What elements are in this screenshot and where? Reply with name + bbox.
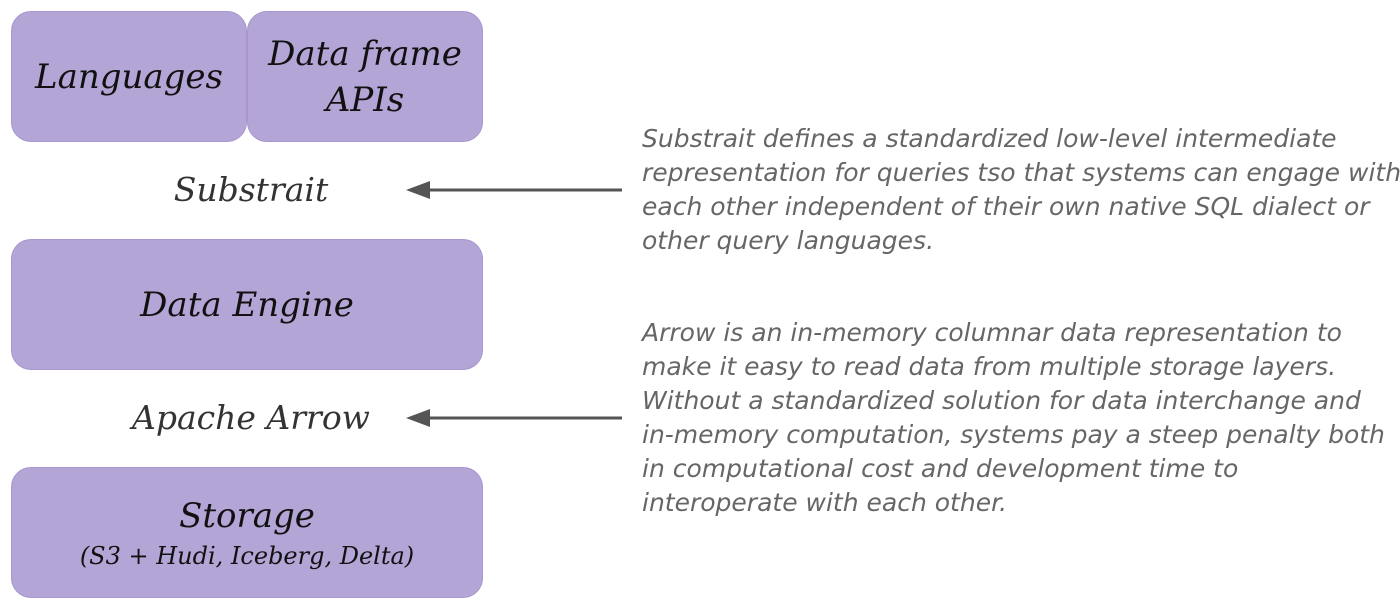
substrait-desc-line: each other independent of their own nati… — [642, 192, 1370, 221]
substrait-description: Substrait defines a standardized low-lev… — [642, 122, 1400, 258]
storage-box: Storage (S3 + Hudi, Iceberg, Delta) — [11, 467, 483, 598]
dataframe-apis-line1: Data frame — [268, 33, 462, 74]
data-engine-box: Data Engine — [11, 239, 483, 370]
languages-box: Languages — [11, 11, 247, 142]
substrait-label: Substrait — [173, 170, 329, 209]
storage-sublabel: (S3 + Hudi, Iceberg, Delta) — [79, 541, 415, 570]
arrow-desc-line: interoperate with each other. — [642, 488, 1008, 517]
arrow-description: Arrow is an in-memory columnar data repr… — [642, 316, 1398, 520]
substrait-desc-line: other query languages. — [642, 226, 935, 255]
arrow-arrow-head — [406, 409, 430, 427]
arrow-desc-line: Without a standardized solution for data… — [642, 386, 1361, 415]
substrait-desc-line: Substrait defines a standardized low-lev… — [642, 124, 1337, 153]
storage-label: Storage — [179, 495, 315, 536]
apache-arrow-label: Apache Arrow — [132, 398, 370, 437]
arrow-desc-line: in computational cost and development ti… — [642, 454, 1239, 483]
arrow-desc-line: Arrow is an in-memory columnar data repr… — [642, 318, 1342, 347]
data-engine-label: Data Engine — [140, 284, 354, 325]
arrow-desc-line: in-memory computation, systems pay a ste… — [642, 420, 1385, 449]
dataframe-apis-box: Data frame APIs — [247, 11, 483, 142]
substrait-arrow-head — [406, 181, 430, 199]
arrow-desc-line: make it easy to read data from multiple … — [642, 352, 1337, 381]
dataframe-apis-line2: APIs — [325, 79, 405, 120]
languages-label: Languages — [34, 56, 223, 97]
substrait-desc-line: representation for queries tso that syst… — [642, 158, 1400, 187]
